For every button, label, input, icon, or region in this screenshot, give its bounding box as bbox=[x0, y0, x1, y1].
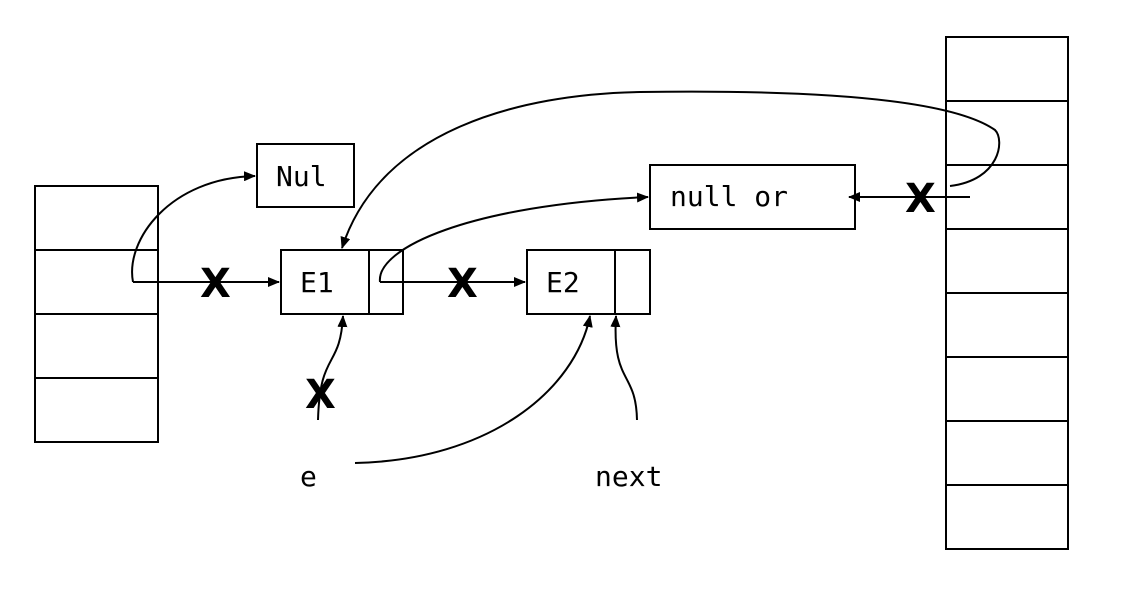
bucket-to-nul-arrow bbox=[131, 171, 256, 283]
e1-to-null-or-arrow bbox=[378, 192, 649, 283]
e2-node: E2 bbox=[526, 249, 651, 315]
new-bucket-cell-6 bbox=[945, 420, 1069, 486]
new-bucket-cell-1 bbox=[945, 100, 1069, 166]
old-bucket-cell-0 bbox=[34, 185, 159, 251]
null-or-node-label: null or bbox=[670, 180, 788, 213]
nul-node: Nul bbox=[256, 143, 355, 208]
e1-node-data bbox=[280, 249, 370, 315]
new-bucket-cell-7 bbox=[945, 484, 1069, 550]
new-bucket-cell-4 bbox=[945, 292, 1069, 358]
new-bucket-to-e1-arrow bbox=[340, 90, 1001, 249]
e-pointer-to-e2-arrow bbox=[354, 315, 593, 464]
e2-node-label: E2 bbox=[546, 266, 580, 299]
next-pointer-label: next bbox=[595, 460, 662, 493]
new-bucket-cell-3 bbox=[945, 228, 1069, 294]
cross-mark-e-to-e1: X bbox=[305, 372, 336, 418]
new-bucket-cell-5 bbox=[945, 356, 1069, 422]
e-pointer-to-e1-arrow bbox=[317, 315, 348, 421]
cross-mark-bucket-to-e1: X bbox=[200, 261, 231, 307]
next-pointer-to-e2-arrow bbox=[610, 315, 638, 421]
e2-node-data bbox=[526, 249, 616, 315]
old-bucket-cell-3 bbox=[34, 377, 159, 443]
cross-mark-e1-to-e2: X bbox=[447, 261, 478, 307]
null-or-node: null or bbox=[649, 164, 856, 230]
e-pointer-label: e bbox=[300, 460, 317, 493]
nul-node-label: Nul bbox=[276, 160, 327, 193]
new-bucket-cell-0 bbox=[945, 36, 1069, 102]
e1-node: E1 bbox=[280, 249, 404, 315]
new-bucket-table bbox=[945, 36, 1069, 550]
old-bucket-cell-2 bbox=[34, 313, 159, 379]
old-bucket-table bbox=[34, 185, 159, 443]
e2-node-next-field bbox=[614, 249, 651, 315]
e1-node-label: E1 bbox=[300, 266, 334, 299]
cross-mark-new-bucket-to-null-or: X bbox=[905, 176, 936, 222]
